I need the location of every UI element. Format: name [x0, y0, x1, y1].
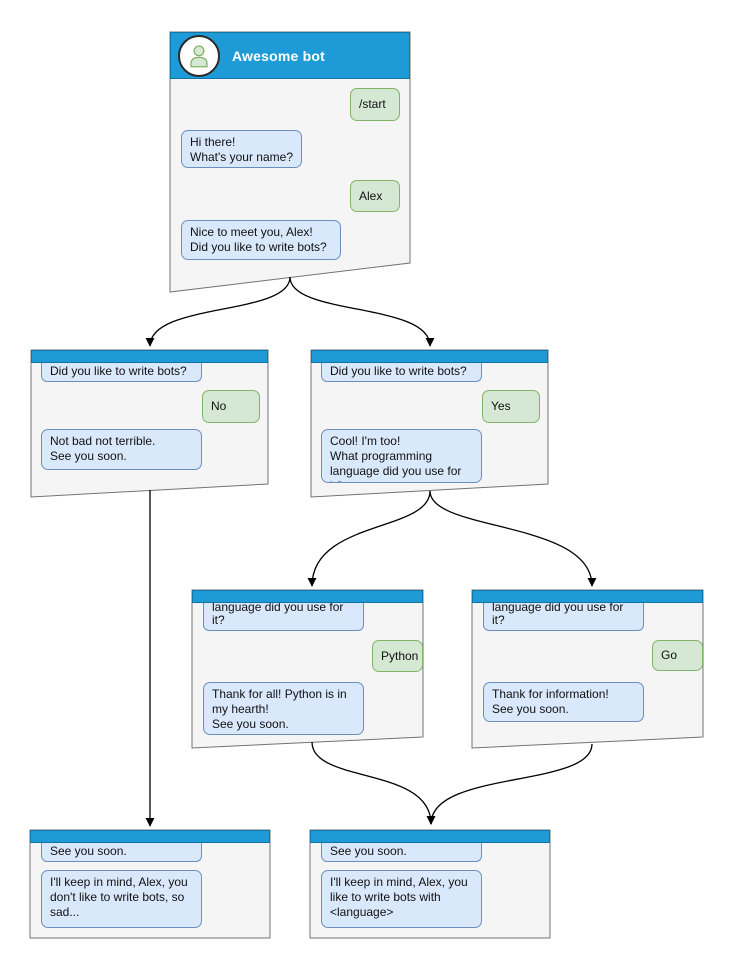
bot-message-bubble: Cool! I'm too! What programming language…: [321, 429, 482, 483]
edge-yes-to-go: [429, 490, 597, 587]
no-node-header: [31, 350, 268, 363]
person-icon: [190, 44, 208, 67]
bot-message-bubble: Not bad not terrible. See you soon.: [41, 429, 202, 470]
bot-title: Awesome bot: [232, 47, 325, 64]
edge-python-to-end: [311, 741, 436, 825]
yes-node-header: [311, 350, 548, 363]
bot-message-bubble: I'll keep in mind, Alex, you like to wri…: [321, 870, 482, 928]
user-message-bubble: Alex: [350, 180, 400, 212]
python-node-header: [192, 590, 423, 603]
bot-message-bubble: Nice to meet you, Alex! Did you like to …: [181, 220, 341, 260]
user-message-bubble: Python: [372, 640, 423, 672]
bot-message-bubble: Thank for all! Python is in my hearth! S…: [203, 682, 364, 735]
edge-root-to-yes: [289, 276, 435, 347]
edge-yes-to-python: [307, 490, 431, 587]
go-node-header: [472, 590, 703, 603]
edge-go-to-end: [426, 743, 593, 825]
bot-message-bubble: Thank for information! See you soon.: [483, 682, 644, 722]
bot-message-bubble: I'll keep in mind, Alex, you don't like …: [41, 870, 202, 928]
edge-root-to-no: [145, 276, 291, 347]
user-message-bubble: Go: [652, 640, 703, 671]
user-message-bubble: /start: [350, 88, 400, 121]
user-message-bubble: Yes: [482, 390, 540, 423]
bot-avatar: [178, 34, 220, 77]
end-no-node-header: [30, 830, 270, 843]
user-message-bubble: No: [202, 390, 260, 423]
root-node-header: Awesome bot: [170, 32, 410, 79]
end-yes-node-header: [310, 830, 550, 843]
bot-message-bubble: Hi there! What's your name?: [181, 130, 302, 168]
